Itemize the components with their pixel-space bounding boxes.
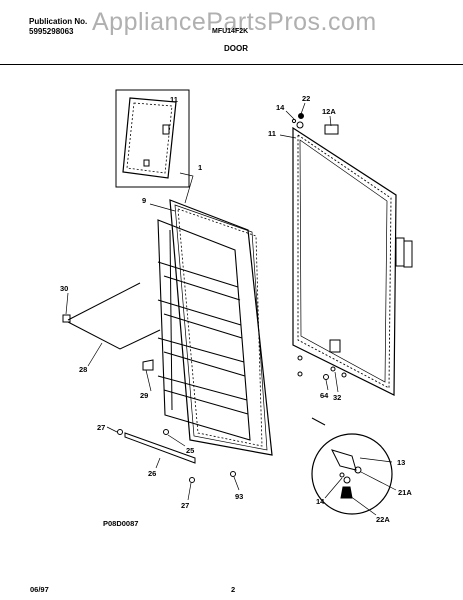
washer-64: [323, 374, 329, 380]
kickplate: [124, 432, 196, 464]
detail-leader: [311, 417, 326, 426]
callout-door-liner: 1: [198, 163, 202, 172]
callout-bracket-clip: 29: [140, 391, 148, 400]
callout-grommet: 25: [186, 446, 194, 455]
bracket-left: [62, 314, 71, 323]
footer-date: 06/97: [30, 585, 49, 594]
rod-upper: [67, 282, 141, 321]
pin-lower: [297, 355, 303, 361]
watermark: AppliancePartsPros.com: [92, 8, 377, 36]
callout-screw-93: 93: [235, 492, 243, 501]
pin-cap-top: [298, 113, 304, 119]
callout-hinge-pin-22a: 22A: [376, 515, 390, 524]
screw-32a: [330, 366, 336, 372]
callout-kickplate: 26: [148, 469, 156, 478]
callout-screw-32: 32: [333, 393, 341, 402]
pin-lower-2: [297, 371, 303, 377]
callout-screw-bottom: 27: [181, 501, 189, 510]
drawing-code: P08D0087: [103, 519, 139, 528]
callout-screw-left: 27: [97, 423, 105, 432]
hinge-detail: [331, 449, 362, 499]
screw-32b: [341, 372, 347, 378]
bracket-clip: [142, 359, 154, 371]
callout-screw-14: 14: [316, 497, 325, 506]
callout-bushing-top: 12A: [322, 107, 336, 116]
callout-bushing-21a: 21A: [398, 488, 412, 497]
hinge-detail-circle: [311, 433, 393, 515]
screw-left: [117, 429, 123, 435]
publication-label: Publication No.: [29, 17, 88, 26]
outer-door-gasket: [292, 124, 413, 396]
hinge-pin-top: [296, 121, 304, 129]
inset-box: [115, 89, 190, 188]
header-rule: [0, 64, 463, 65]
callout-washer-64: 64: [320, 391, 329, 400]
callout-inset-gasket: 11: [170, 95, 178, 104]
callout-screw-top: 14: [276, 103, 285, 112]
grommet: [163, 429, 169, 435]
screw-bottom: [189, 477, 195, 483]
rod-lower: [67, 321, 161, 350]
page-number: 2: [231, 585, 236, 594]
section-title: DOOR: [224, 44, 248, 53]
inset-gasket: [122, 97, 177, 179]
callout-rod: 28: [79, 365, 87, 374]
callout-hinge: 13: [397, 458, 405, 467]
screw-93: [230, 471, 236, 477]
shelf-panel: [157, 219, 251, 441]
model-fragment: MFU14F2K: [212, 28, 249, 35]
callout-gasket: 11: [268, 129, 276, 138]
publication-number: 5995298063: [29, 27, 74, 36]
door-liner: [169, 199, 273, 456]
screw-top: [291, 118, 297, 124]
callout-shelf-guard-top: 9: [142, 196, 146, 205]
callout-hinge-pin-top: 22: [302, 94, 310, 103]
callout-bracket-left: 30: [60, 284, 68, 293]
